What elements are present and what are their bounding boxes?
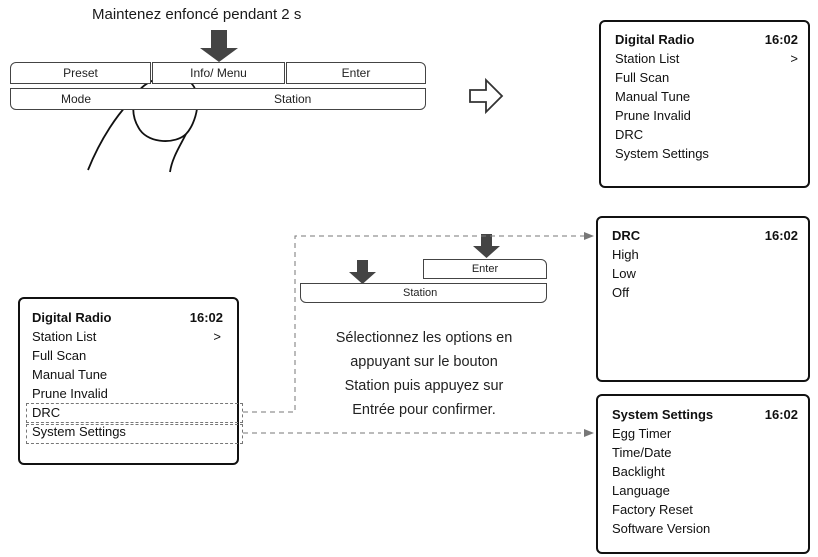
enter-button[interactable]: Enter (286, 62, 426, 84)
settings-item-time-date[interactable]: Time/Date (612, 445, 672, 460)
chevron-icon: > (790, 51, 798, 66)
screen-title: DRC (612, 228, 641, 243)
screen-title: Digital Radio (32, 310, 112, 325)
info-menu-button[interactable]: Info/ Menu (152, 62, 285, 84)
drc-option-low[interactable]: Low (612, 266, 636, 281)
mode-label: Mode (61, 92, 92, 106)
settings-item-backlight[interactable]: Backlight (612, 464, 665, 479)
menu-item-station-list[interactable]: Station List> (32, 329, 221, 344)
drc-connector (243, 235, 584, 413)
main-menu-screen-bottom: Digital Radio 16:02 Station List> Full S… (18, 297, 239, 465)
drc-option-off[interactable]: Off (612, 285, 630, 300)
menu-item-prune-invalid[interactable]: Prune Invalid (615, 108, 691, 123)
system-settings-screen: System Settings 16:02 Egg Timer Time/Dat… (596, 394, 810, 554)
menu-item-drc[interactable]: DRC (32, 405, 61, 420)
menu-item-station-list[interactable]: Station List> (615, 51, 798, 66)
menu-item-drc[interactable]: DRC (615, 127, 644, 142)
main-menu-screen-top: Digital Radio 16:02 Station List> Full S… (599, 20, 810, 188)
hold-caption: Maintenez enfoncé pendant 2 s (92, 6, 302, 23)
preset-button[interactable]: Preset (10, 62, 151, 84)
enter-press-arrow-icon (473, 234, 500, 258)
menu-item-manual-tune[interactable]: Manual Tune (32, 367, 108, 382)
screen-time: 16:02 (764, 407, 798, 422)
settings-item-factory-reset[interactable]: Factory Reset (612, 502, 693, 517)
drc-connector-arrowhead (584, 232, 594, 240)
station-label: Station (274, 92, 312, 106)
menu-item-system-settings[interactable]: System Settings (615, 146, 709, 161)
screen-title: System Settings (612, 407, 714, 422)
result-arrow-icon (469, 77, 504, 115)
menu-item-prune-invalid[interactable]: Prune Invalid (32, 386, 108, 401)
system-settings-connector-arrowhead (584, 429, 594, 437)
screen-time: 16:02 (189, 310, 223, 325)
settings-item-language[interactable]: Language (612, 483, 670, 498)
screen-time: 16:02 (764, 228, 798, 243)
screen-time: 16:02 (764, 32, 798, 47)
chevron-icon: > (213, 329, 221, 344)
drc-option-high[interactable]: High (612, 247, 639, 262)
small-station-label: Station (403, 287, 438, 299)
drc-screen: DRC 16:02 High Low Off (596, 216, 810, 382)
small-enter-button[interactable]: Enter (423, 259, 547, 279)
instruction-text: Sélectionnez les options en appuyant sur… (335, 330, 513, 418)
press-arrow-icon (200, 30, 238, 62)
menu-item-manual-tune[interactable]: Manual Tune (615, 89, 691, 104)
mode-station-bar[interactable]: Mode Station (10, 88, 426, 110)
menu-item-system-settings[interactable]: System Settings (32, 424, 126, 439)
settings-item-software-version[interactable]: Software Version (612, 521, 711, 536)
settings-item-egg-timer[interactable]: Egg Timer (612, 426, 672, 441)
small-station-bar[interactable]: Station (300, 283, 547, 303)
station-press-arrow-icon (349, 260, 376, 284)
system-settings-highlight (26, 424, 243, 444)
menu-item-full-scan[interactable]: Full Scan (32, 348, 87, 363)
menu-item-full-scan[interactable]: Full Scan (615, 70, 670, 85)
screen-title: Digital Radio (615, 32, 695, 47)
drc-highlight (26, 403, 243, 423)
